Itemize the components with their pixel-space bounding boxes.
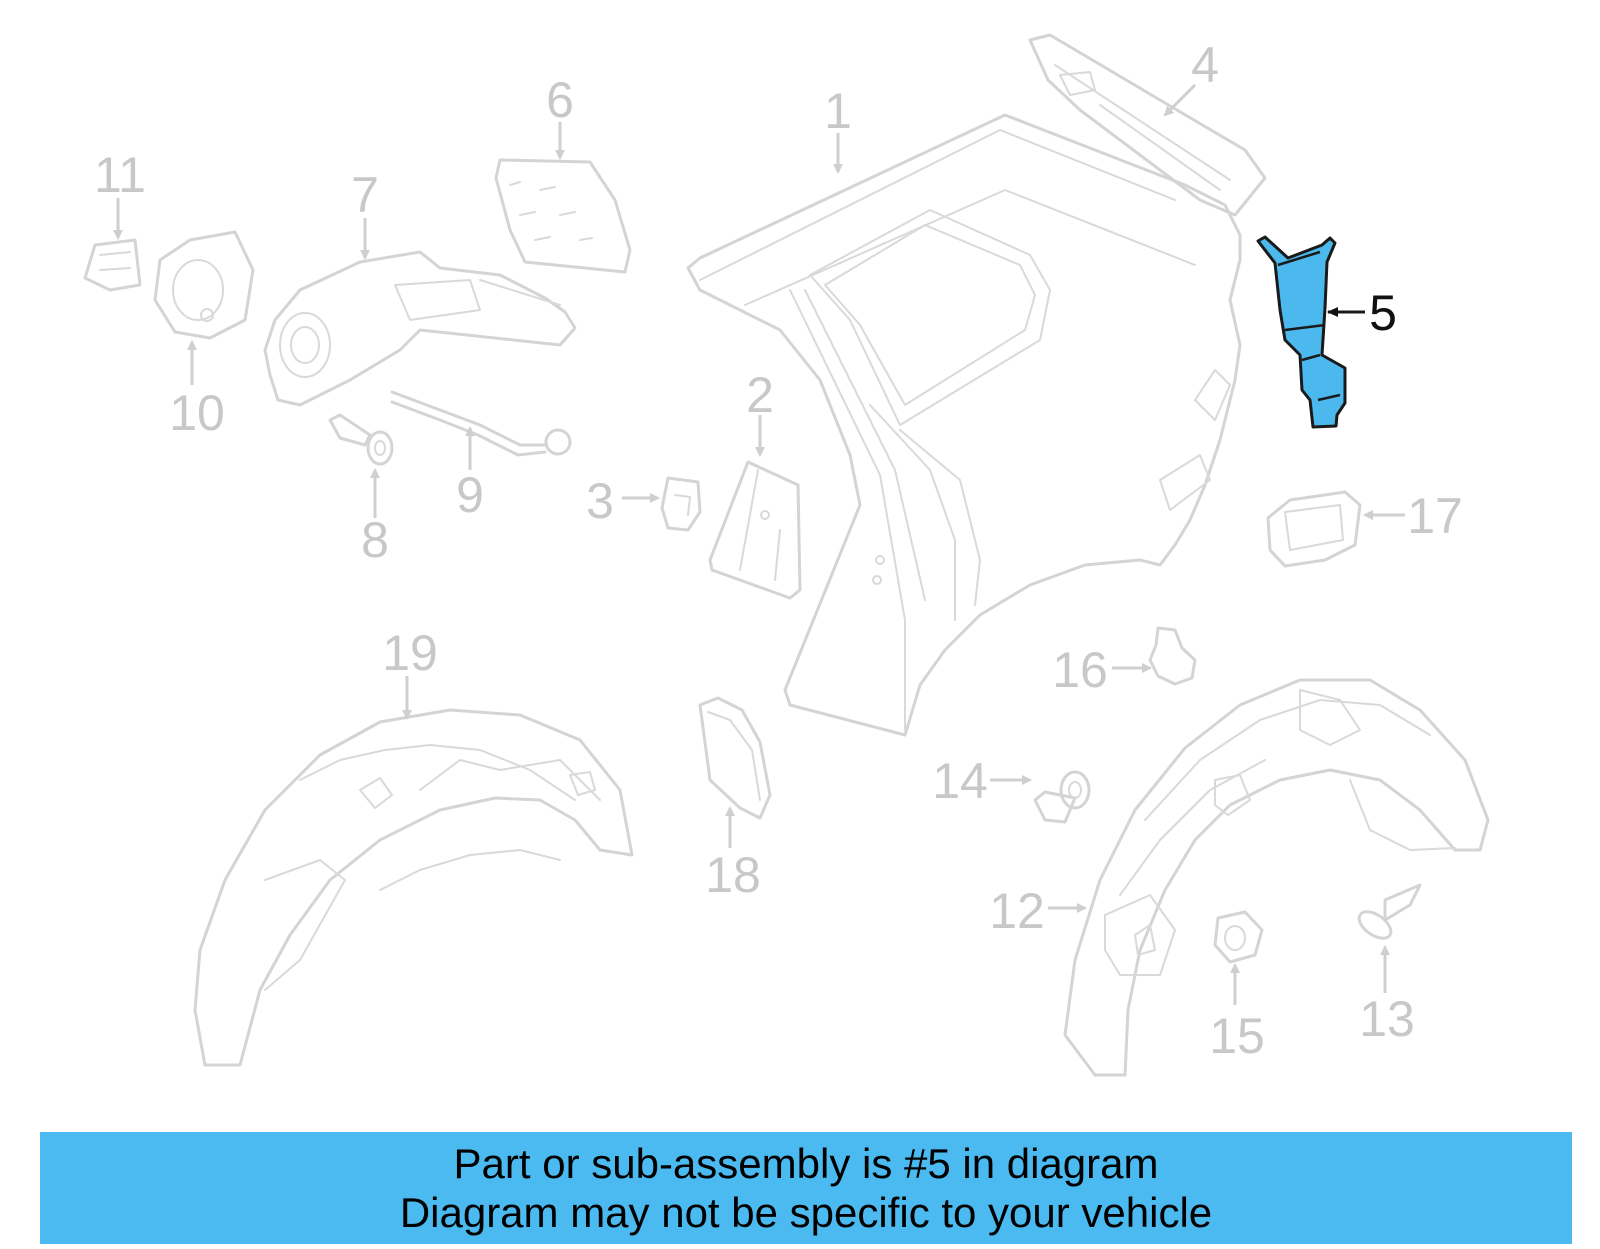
part-1-quarter-panel <box>686 113 1242 737</box>
callout-7: 7 <box>351 167 379 223</box>
part-9-cable <box>390 390 572 457</box>
part-19-wheel-liner <box>193 708 634 1067</box>
callout-4: 4 <box>1191 37 1219 93</box>
part-18-pad <box>698 696 772 820</box>
part-12-wheel-liner <box>1063 678 1490 1077</box>
callout-8: 8 <box>361 512 389 568</box>
callout-3: 3 <box>586 473 614 529</box>
part-2-bracket <box>708 460 802 600</box>
part-14-nut-clip <box>1033 770 1091 824</box>
callout-17: 17 <box>1407 488 1463 544</box>
callout-12: 12 <box>989 883 1045 939</box>
part-11-clip <box>83 238 142 292</box>
callout-10: 10 <box>169 385 225 441</box>
diagram-notice-banner: Part or sub-assembly is #5 in diagram Di… <box>40 1132 1572 1244</box>
callout-18: 18 <box>705 847 761 903</box>
callout-1: 1 <box>824 83 852 139</box>
callout-16: 16 <box>1052 642 1108 698</box>
part-10-cap <box>153 230 255 340</box>
callout-lines <box>113 83 1405 1005</box>
part-15-nut <box>1213 910 1264 964</box>
callout-15: 15 <box>1209 1008 1265 1064</box>
callout-2: 2 <box>746 367 774 423</box>
part-6-fuel-door <box>494 158 632 274</box>
part-3-clip <box>660 476 702 532</box>
callout-11: 11 <box>94 147 146 203</box>
notice-line-part-number: Part or sub-assembly is #5 in diagram <box>453 1140 1159 1187</box>
notice-line-disclaimer: Diagram may not be specific to your vehi… <box>399 1189 1213 1236</box>
part-13-screw <box>1357 883 1422 940</box>
part-5-highlighted-bracket <box>1256 235 1347 429</box>
part-4-rail <box>1028 33 1267 217</box>
callout-14: 14 <box>932 753 988 809</box>
callout-5: 5 <box>1369 285 1397 341</box>
callout-9: 9 <box>456 467 484 523</box>
callout-13: 13 <box>1359 991 1415 1047</box>
part-16-push-clip <box>1148 626 1197 686</box>
part-17-plug <box>1266 490 1362 568</box>
part-7-filler-housing <box>263 250 577 407</box>
part-8-bolt <box>328 413 394 466</box>
callout-6: 6 <box>546 72 574 128</box>
callout-19: 19 <box>382 625 438 681</box>
